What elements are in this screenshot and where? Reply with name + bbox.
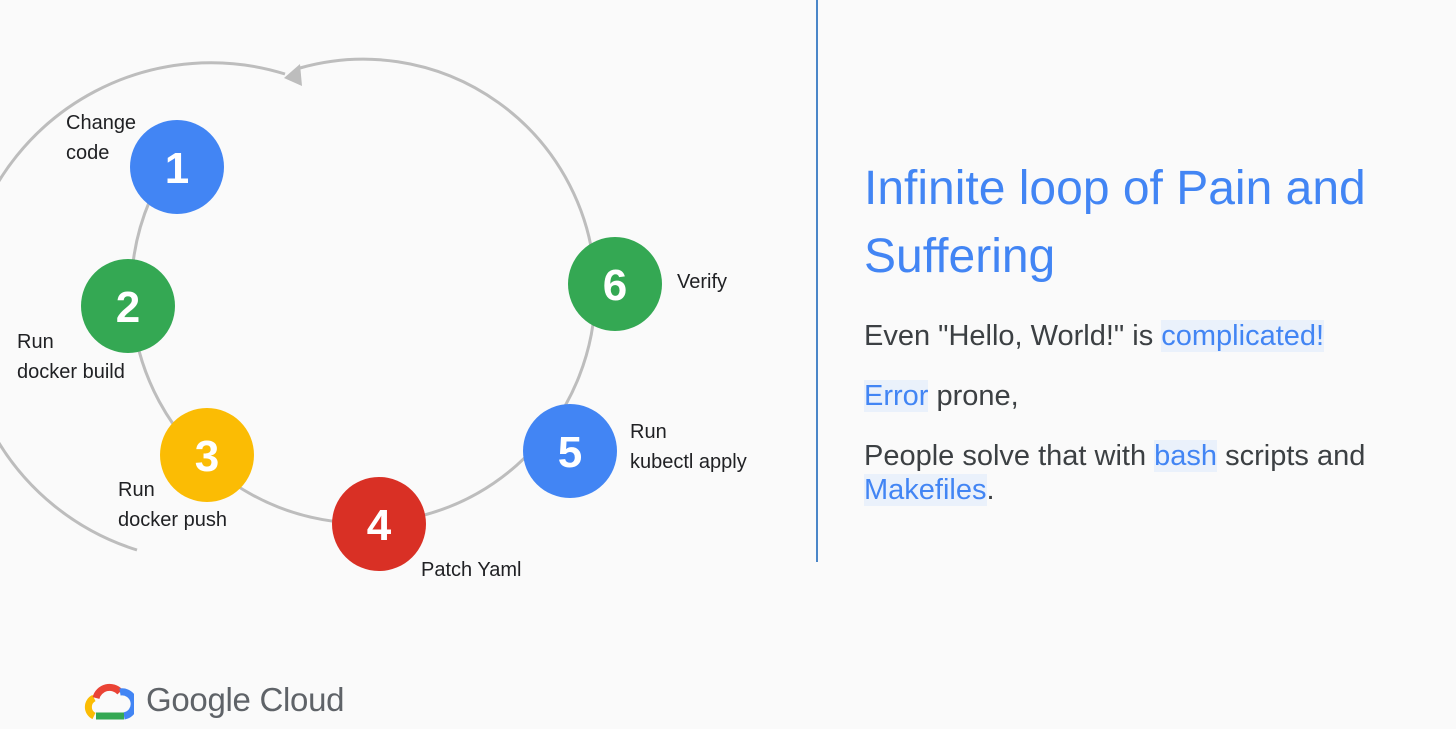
line-3-text-a: People solve that with xyxy=(864,440,1155,472)
step-circle-5 xyxy=(523,404,617,498)
highlight-makefiles: Makefiles xyxy=(864,474,987,506)
google-cloud-logo: Google Cloud xyxy=(84,678,345,722)
step-label-3: Run docker push xyxy=(118,475,227,535)
step-label-6-line-1: Verify xyxy=(677,271,728,293)
step-number-6: 6 xyxy=(603,261,627,310)
step-label-1-line-1: Change xyxy=(66,112,137,134)
step-label-5: Run kubectl apply xyxy=(630,417,747,477)
step-label-6: Verify xyxy=(677,267,727,297)
step-circle-4 xyxy=(332,477,426,571)
step-number-1: 1 xyxy=(165,144,189,193)
step-circle-6 xyxy=(568,237,662,331)
text-panel: Infinite loop of Pain and Suffering Even… xyxy=(864,155,1444,507)
loop-arrow xyxy=(0,61,286,552)
step-label-1-line-2: code xyxy=(66,142,110,164)
step-label-3-line-2: docker push xyxy=(118,509,227,531)
step-circle-2 xyxy=(81,259,175,353)
vertical-divider xyxy=(816,0,818,562)
step-node-6: 6 xyxy=(568,237,662,331)
step-label-4: Patch Yaml xyxy=(421,555,521,585)
step-label-3-line-1: Run xyxy=(118,479,155,501)
step-node-4: 4 xyxy=(332,477,426,571)
step-number-4: 4 xyxy=(367,501,392,550)
step-circle-3 xyxy=(160,408,254,502)
step-label-5-line-1: Run xyxy=(630,421,667,443)
step-number-2: 2 xyxy=(116,283,140,332)
panel-line-2: Error prone, xyxy=(864,379,1444,413)
step-number-5: 5 xyxy=(558,428,582,477)
panel-line-1: Even "Hello, World!" is complicated! xyxy=(864,319,1444,353)
step-circle-1 xyxy=(130,120,224,214)
panel-title: Infinite loop of Pain and Suffering xyxy=(864,162,1366,283)
step-label-5-line-2: kubectl apply xyxy=(630,451,747,473)
panel-line-3: People solve that with bash scripts and … xyxy=(864,439,1444,507)
line-3-text-c: . xyxy=(986,474,995,506)
loop-arrowhead-icon xyxy=(284,64,302,86)
step-label-4-line-1: Patch Yaml xyxy=(421,559,522,581)
highlight-bash: bash xyxy=(1154,440,1218,472)
loop-circle-arc xyxy=(129,57,597,525)
google-cloud-logo-text: Google Cloud xyxy=(146,681,345,718)
step-node-5: 5 xyxy=(523,404,617,498)
loop-diagram: 1 2 3 4 5 6 xyxy=(0,57,662,571)
line-1-text: Even "Hello, World!" is xyxy=(864,320,1162,352)
google-cloud-logo-icon xyxy=(84,683,134,720)
step-label-2-line-1: Run xyxy=(17,331,54,353)
step-node-1: 1 xyxy=(130,120,224,214)
highlight-complicated: complicated! xyxy=(1161,320,1325,352)
highlight-error: Error xyxy=(864,380,929,412)
step-node-2: 2 xyxy=(81,259,175,353)
step-number-3: 3 xyxy=(195,432,219,481)
step-node-3: 3 xyxy=(160,408,254,502)
step-label-1: Change code xyxy=(66,108,136,168)
step-label-2: Run docker build xyxy=(17,327,125,387)
line-2-text: prone, xyxy=(928,380,1019,412)
step-label-2-line-2: docker build xyxy=(17,361,125,383)
line-3-text-b: scripts and xyxy=(1217,440,1366,472)
